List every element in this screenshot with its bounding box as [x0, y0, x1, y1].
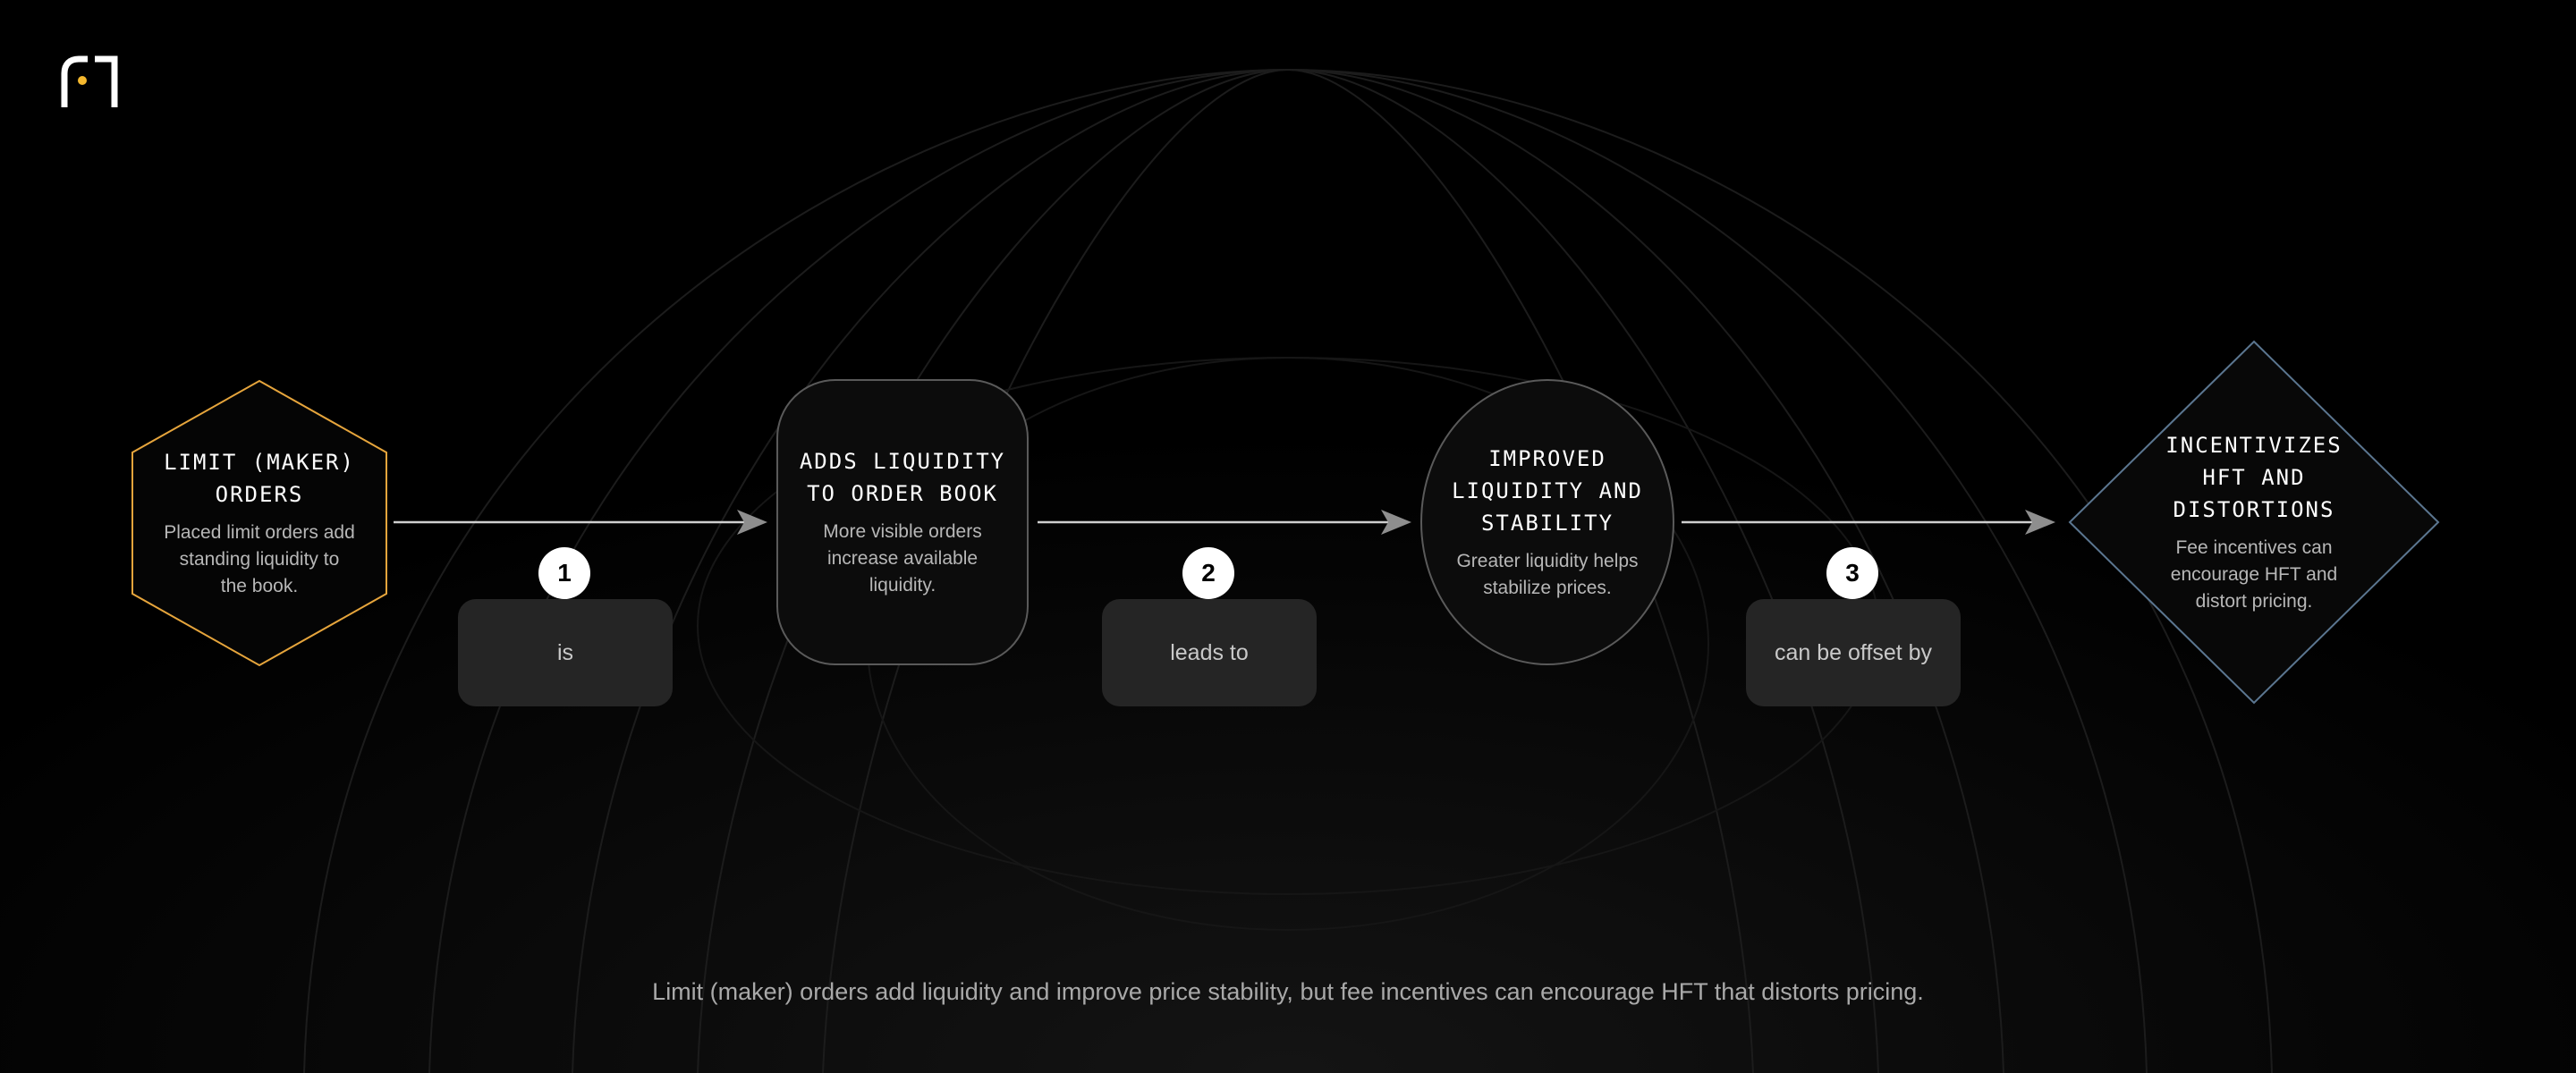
- edge-label-1: is: [458, 599, 673, 706]
- node-description: Fee incentives can encourage HFT and dis…: [2170, 537, 2338, 612]
- step-badge-1: 1: [538, 547, 590, 599]
- step-badge-2: 2: [1182, 547, 1234, 599]
- node-description: More visible orders increase available l…: [823, 521, 982, 596]
- node-adds-liquidity[interactable]: ADDS LIQUIDITY TO ORDER BOOK More visibl…: [776, 379, 1029, 665]
- node-title: ADDS LIQUIDITY TO ORDER BOOK: [799, 449, 1006, 506]
- edge-label-2: leads to: [1102, 599, 1317, 706]
- node-description: Greater liquidity helps stabilize prices…: [1456, 551, 1639, 598]
- brand-logo-icon[interactable]: [61, 55, 118, 109]
- hexagon-shape: [131, 379, 387, 667]
- node-incentivizes-hft[interactable]: INCENTIVIZES HFT AND DISTORTIONS Fee inc…: [2129, 340, 2379, 705]
- node-title: IMPROVED LIQUIDITY AND STABILITY: [1452, 446, 1643, 536]
- edge-arrow-2: [1038, 510, 1411, 535]
- node-description: Placed limit orders add standing liquidi…: [164, 522, 355, 596]
- diamond-shape: [2068, 340, 2440, 705]
- edge-arrow-1: [394, 510, 767, 535]
- node-limit-orders[interactable]: LIMIT (MAKER) ORDERS Placed limit orders…: [143, 379, 376, 667]
- node-title: INCENTIVIZES HFT AND DISTORTIONS: [2165, 433, 2343, 522]
- footer-caption: Limit (maker) orders add liquidity and i…: [652, 978, 1924, 1005]
- node-title: LIMIT (MAKER) ORDERS: [164, 450, 355, 507]
- edge-arrow-3: [1682, 510, 2055, 535]
- node-improved-liquidity[interactable]: IMPROVED LIQUIDITY AND STABILITY Greater…: [1420, 379, 1674, 665]
- step-badge-3: 3: [1826, 547, 1878, 599]
- edge-label-3: can be offset by: [1746, 599, 1961, 706]
